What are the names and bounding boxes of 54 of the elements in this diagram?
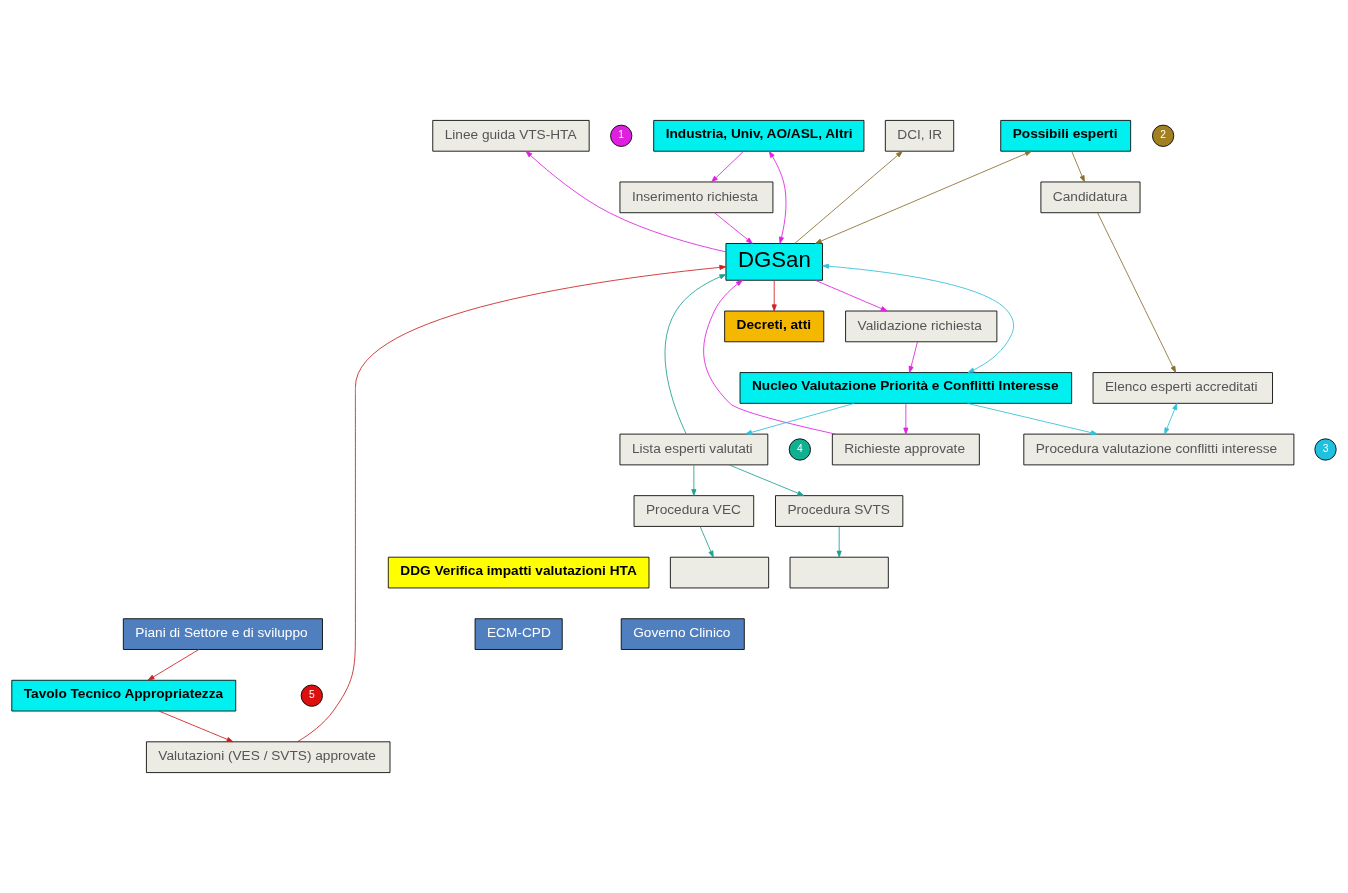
node-box: Elenco esperti accreditati bbox=[1092, 372, 1273, 404]
arrow bbox=[703, 279, 836, 435]
arrow bbox=[729, 464, 805, 496]
node-box: Procedura SVTS bbox=[775, 495, 904, 527]
node-box: Lista esperti valutati bbox=[619, 433, 769, 466]
arrow bbox=[691, 464, 697, 496]
node-box: Tavolo Tecnico Appropriatezza bbox=[11, 679, 237, 712]
node-box: DGSan bbox=[725, 243, 823, 281]
arrow bbox=[711, 151, 744, 183]
node-box bbox=[669, 556, 770, 589]
node-box: Candidatura bbox=[1040, 181, 1141, 214]
node-box: Governo Clinico bbox=[620, 618, 745, 650]
arrow bbox=[836, 526, 842, 558]
node-box bbox=[789, 556, 889, 589]
node-box: Inserimento richiesta bbox=[619, 181, 774, 214]
arrow bbox=[814, 150, 1032, 244]
node-box: Piani di Settore e di sviluppo bbox=[122, 618, 323, 650]
arrow bbox=[297, 264, 727, 743]
node-box: Richieste approvate bbox=[831, 433, 980, 466]
arrow bbox=[815, 279, 888, 312]
arrow bbox=[794, 151, 903, 244]
node-box: Possibili esperti bbox=[1000, 120, 1132, 152]
node-box: Industria, Univ, AO/ASL, Altri bbox=[653, 120, 865, 152]
arrow bbox=[664, 274, 727, 435]
label: 1 bbox=[618, 129, 625, 141]
arrow bbox=[699, 526, 714, 558]
arrow bbox=[714, 212, 753, 244]
arrow bbox=[745, 402, 855, 435]
node-box: Decreti, atti bbox=[724, 310, 825, 343]
arrow bbox=[525, 150, 727, 253]
node-box: DCI, IR bbox=[884, 120, 955, 152]
node-box: Nucleo Valutazione Priorità e Conflitti Interesse bbox=[739, 372, 1073, 404]
node-box: Procedura valutazione conflitti interesse bbox=[1023, 433, 1295, 466]
arrow bbox=[822, 263, 1014, 373]
arrow bbox=[1071, 151, 1085, 183]
label: 2 bbox=[1160, 129, 1166, 141]
node-box: Procedura VEC bbox=[633, 495, 755, 527]
arrow bbox=[768, 150, 787, 244]
arrow bbox=[771, 280, 777, 312]
node-box: Linee guida VTS-HTA bbox=[432, 120, 590, 152]
label: 4 bbox=[797, 443, 803, 455]
arrow bbox=[903, 403, 909, 435]
arrow bbox=[908, 341, 918, 373]
arrow bbox=[1164, 403, 1178, 435]
arrow bbox=[158, 710, 234, 743]
label: 3 bbox=[1322, 443, 1329, 455]
node-box: Valutazioni (VES / SVTS) approvate bbox=[146, 741, 391, 773]
arrow bbox=[1097, 212, 1176, 373]
arrow bbox=[967, 402, 1098, 436]
node-box: ECM-CPD bbox=[474, 618, 563, 650]
label: 5 bbox=[308, 689, 315, 701]
arrow bbox=[147, 649, 200, 681]
node-box: DDG Verifica impatti valutazioni HTA bbox=[387, 556, 650, 589]
node-box: Validazione richiesta bbox=[845, 310, 998, 343]
